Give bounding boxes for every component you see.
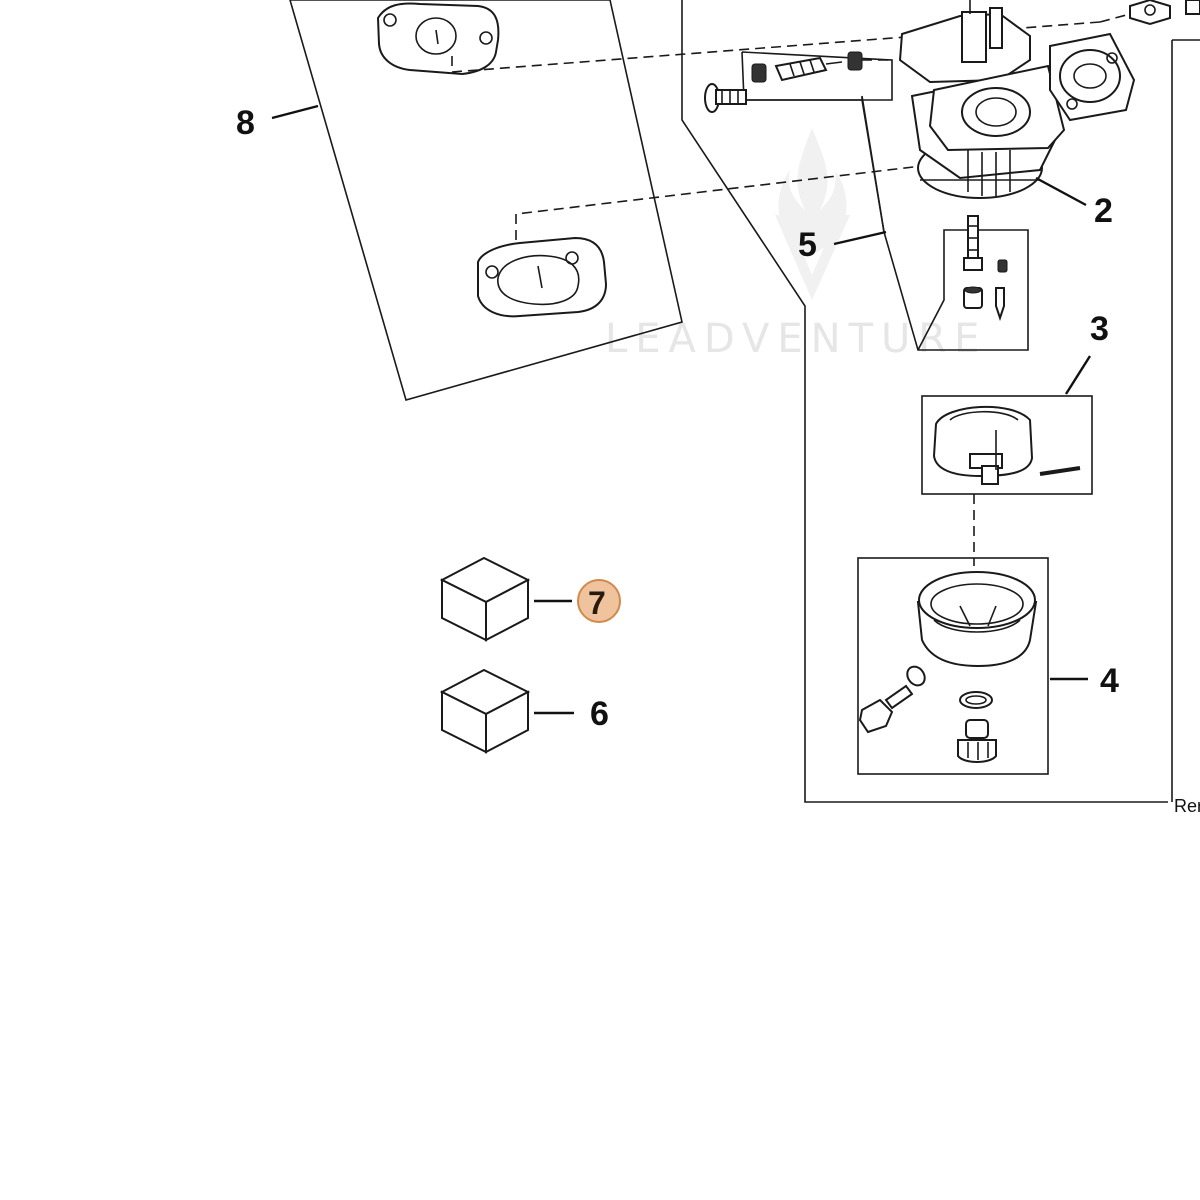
dash-line-mid <box>515 164 931 240</box>
callout-4[interactable]: 4 <box>1100 662 1119 700</box>
callout-2[interactable]: 2 <box>1094 192 1113 230</box>
bowl-bolt[interactable] <box>858 684 914 734</box>
group-6: 6 <box>439 668 609 754</box>
insulator-gasket-lower[interactable] <box>477 236 608 318</box>
callout-8-leader <box>271 104 319 120</box>
group-4-frame <box>857 557 1049 775</box>
float-pin[interactable] <box>1039 466 1081 476</box>
callout-8[interactable]: 8 <box>236 104 255 142</box>
spring-icon <box>751 63 767 83</box>
small-spring-icon <box>997 259 1008 273</box>
idle-screw[interactable] <box>774 56 843 82</box>
callout-6[interactable]: 6 <box>590 695 609 733</box>
dash-line-top <box>451 21 1101 73</box>
watermark-text: LEADVENTURE <box>605 316 987 362</box>
insulator-gasket-upper[interactable] <box>376 2 500 76</box>
side-note: Rer <box>1174 796 1200 816</box>
callout-3[interactable]: 3 <box>1090 310 1109 348</box>
carburetor-outer-frame: Rer <box>681 0 1200 816</box>
callout-7-highlight[interactable] <box>577 579 621 623</box>
jet-nozzle[interactable] <box>963 286 983 309</box>
watermark: LEADVENTURE <box>605 128 987 362</box>
float-bowl[interactable] <box>916 571 1038 668</box>
bowl-washer[interactable] <box>904 663 929 689</box>
watermark-logo-icon <box>775 128 850 300</box>
group-5: 5 <box>704 51 1029 351</box>
callout-2-leader <box>1035 176 1087 207</box>
carburetor-body[interactable] <box>898 0 1136 199</box>
callout-5-leader <box>833 230 887 246</box>
group-7: 7 <box>439 556 621 642</box>
float[interactable] <box>932 405 1034 485</box>
box-part-6-icon[interactable] <box>439 668 531 754</box>
box-part-7-icon[interactable] <box>439 556 531 642</box>
callout-7[interactable]: 7 <box>588 585 606 621</box>
callout-5[interactable]: 5 <box>798 226 817 264</box>
float-needle[interactable] <box>995 287 1005 322</box>
group-3: 3 <box>921 310 1109 495</box>
o-ring[interactable] <box>959 691 993 709</box>
top-right-fitting[interactable] <box>1099 0 1200 26</box>
group-3-frame <box>921 395 1093 495</box>
spring-2-icon <box>847 51 863 71</box>
pilot-screw[interactable] <box>704 83 747 113</box>
group-4: 4 <box>857 557 1119 775</box>
callout-3-leader <box>1064 355 1092 395</box>
drain-screw[interactable] <box>957 719 997 763</box>
group-8-frame <box>289 0 683 401</box>
main-jet[interactable] <box>963 215 983 271</box>
group-8: 8 <box>236 0 1101 401</box>
